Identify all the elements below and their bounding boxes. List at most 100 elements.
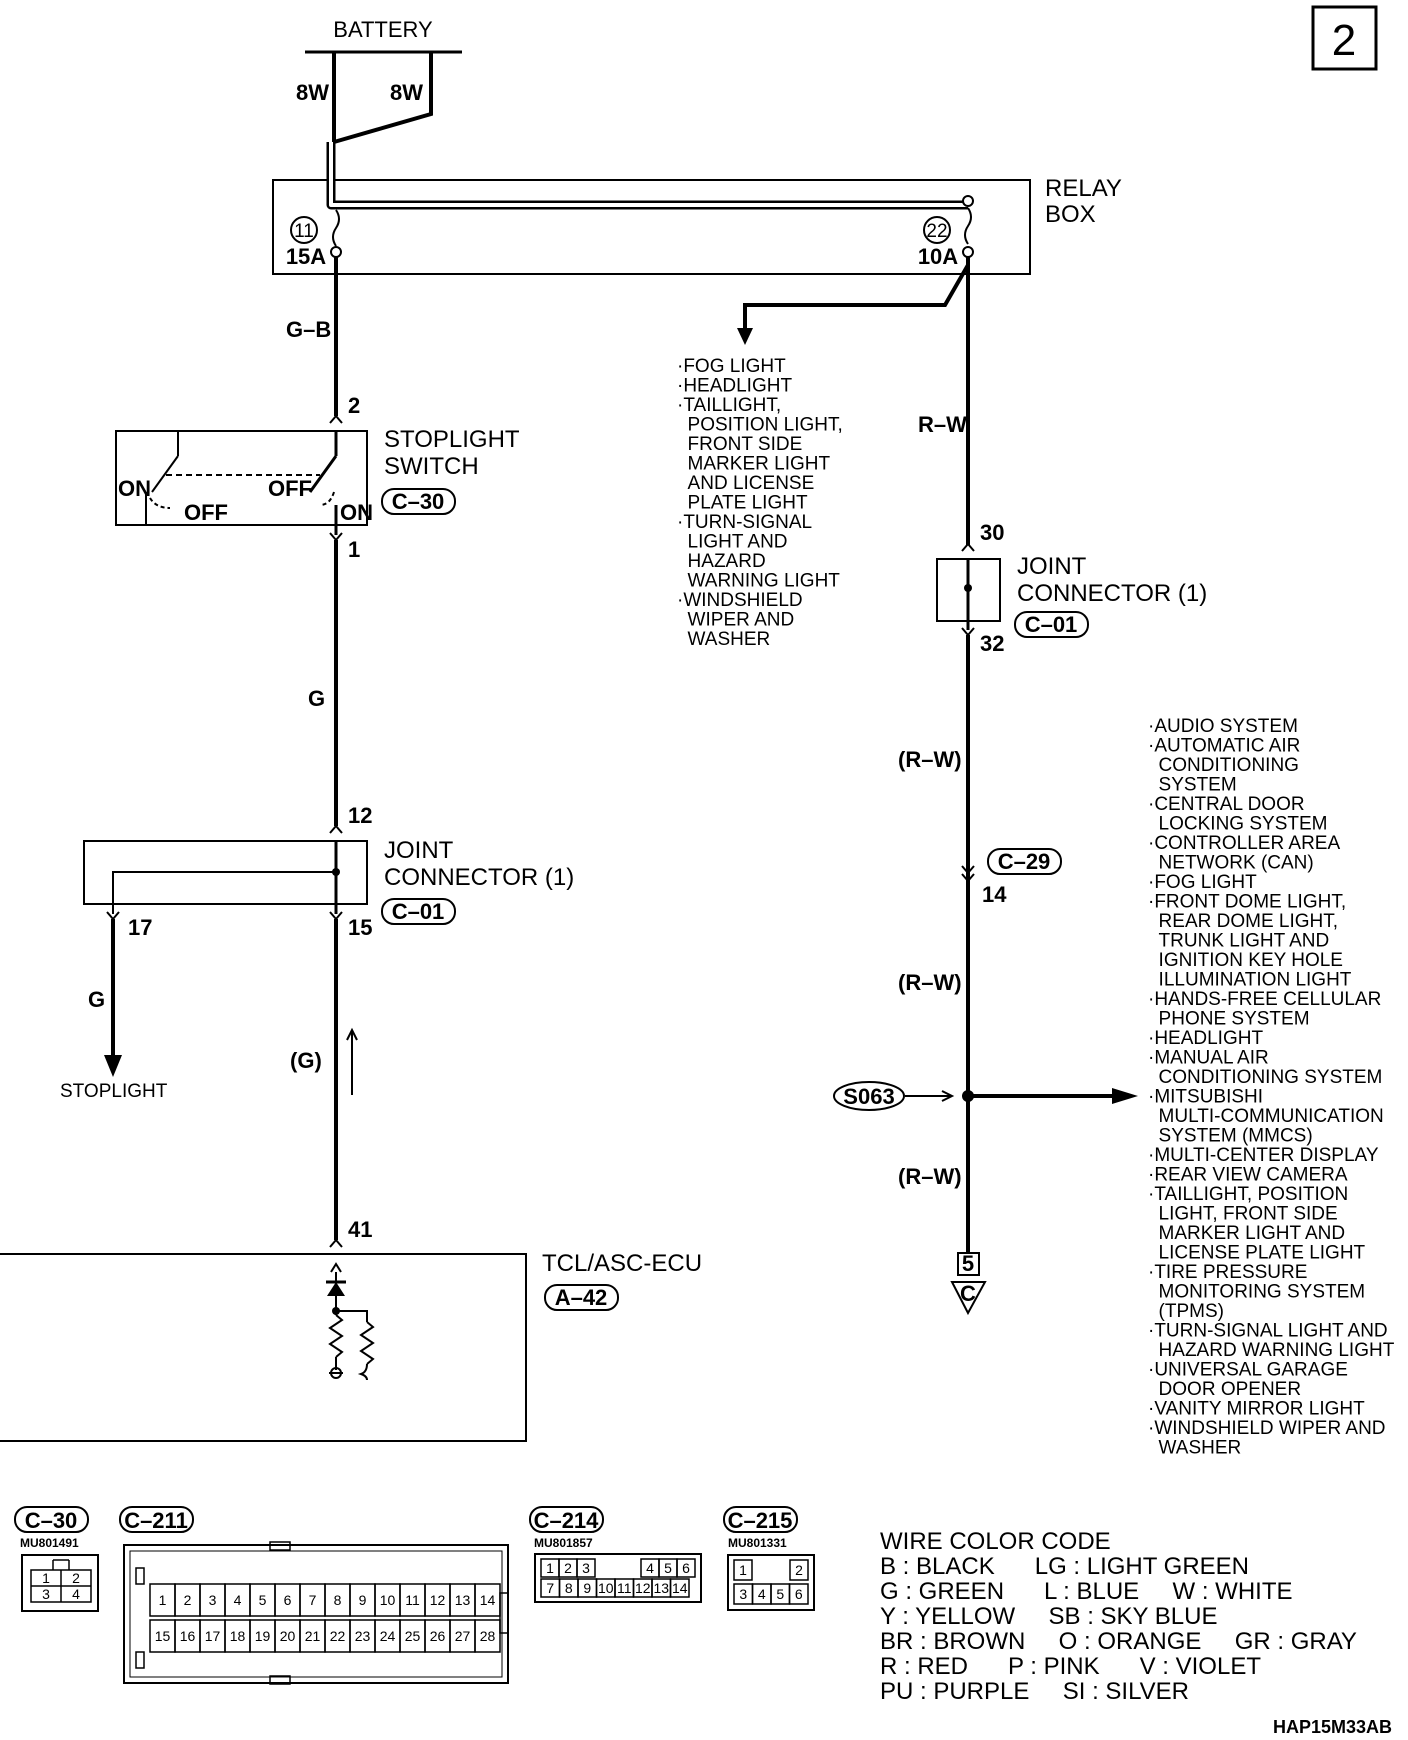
c30-part: MU801491 (20, 1536, 79, 1550)
battery: BATTERY 8W 8W (296, 17, 462, 144)
stoplight-switch-pin-2: 2 (348, 393, 360, 418)
relay-list-line: WASHER (677, 629, 770, 650)
splice-list-line: ·VANITY MIRROR LIGHT (1148, 1399, 1365, 1420)
joint-left-connector: C–01 (392, 899, 445, 924)
ecu-name: TCL/ASC-ECU (542, 1250, 702, 1277)
ground-ref-letter: C (960, 1281, 976, 1306)
splice-list-line: ILLUMINATION LIGHT (1148, 970, 1352, 991)
c211-pin-2: 2 (184, 1592, 192, 1608)
wire-label-g-upper: G (308, 686, 325, 711)
c215-pin-1: 1 (739, 1562, 747, 1578)
c214-pin-10: 10 (598, 1580, 614, 1596)
fuse-22-number-ring (923, 216, 951, 244)
splice-list-line: LIGHT, FRONT SIDE (1148, 1204, 1338, 1225)
c214-cell (669, 1578, 690, 1598)
wire-color-code-row-3: Y : YELLOW SB : SKY BLUE (880, 1603, 1218, 1630)
wire-color-code: WIRE COLOR CODE B : BLACK LG : LIGHT GRE… (880, 1528, 1357, 1705)
splice-list-line: WASHER (1148, 1438, 1241, 1459)
wire-g-to-ecu: (G) 41 (290, 919, 372, 1248)
relay-list-line: FRONT SIDE (677, 434, 802, 455)
relay-list-line: ·TURN-SIGNAL (677, 512, 812, 533)
c214-id: C–214 (534, 1508, 600, 1533)
wire-g: G 12 (308, 540, 372, 834)
c211-pin-10: 10 (380, 1592, 396, 1608)
splice-list-line: ·HEADLIGHT (1148, 1028, 1263, 1049)
fuse-22-number: 22 (926, 221, 947, 242)
wire-color-code-row-2: G : GREEN L : BLUE W : WHITE (880, 1578, 1293, 1605)
battery-wire-right: 8W (390, 80, 423, 105)
splice-list-line: ·TAILLIGHT, POSITION (1148, 1184, 1348, 1205)
splice-list-line: ·FRONT DOME LIGHT, (1148, 892, 1346, 913)
splice-list-line: ·HANDS-FREE CELLULAR (1148, 989, 1381, 1010)
relay-list-line: WARNING LIGHT (677, 571, 840, 592)
c211-pin-26: 26 (430, 1628, 446, 1644)
splice-s063: S063 (833, 1081, 1138, 1111)
relay-branch (737, 257, 970, 345)
splice-list-line: ·AUDIO SYSTEM (1148, 716, 1298, 737)
tcl-asc-ecu: TCL/ASC-ECU A–42 (0, 1250, 702, 1442)
c211-cell (474, 1583, 501, 1617)
c30-pin-2: 2 (72, 1570, 80, 1586)
c30-pin-4: 4 (72, 1586, 80, 1602)
c29-pin-14: 14 (982, 882, 1007, 907)
wire-color-code-row-1: B : BLACK LG : LIGHT GREEN (880, 1553, 1249, 1580)
splice-list-line: MARKER LIGHT AND (1148, 1223, 1345, 1244)
relay-list-line: POSITION LIGHT, (677, 415, 843, 436)
splice-list-line: PHONE SYSTEM (1148, 1009, 1310, 1030)
switch-off-right: OFF (268, 476, 312, 501)
splice-list-line: SYSTEM (MMCS) (1148, 1126, 1313, 1147)
stoplight-switch-label-1: STOPLIGHT (384, 426, 520, 453)
c30-pin-3: 3 (42, 1586, 50, 1602)
c214-pin-3: 3 (582, 1560, 590, 1576)
splice-list-line: NETWORK (CAN) (1148, 853, 1314, 874)
ground-reference: 5 C (950, 1251, 987, 1316)
splice-list-line: REAR DOME LIGHT, (1148, 911, 1338, 932)
c211-id: C–211 (124, 1508, 188, 1533)
splice-list-line: HAZARD WARNING LIGHT (1148, 1340, 1395, 1361)
splice-list-line: ·TURN-SIGNAL LIGHT AND (1148, 1321, 1388, 1342)
splice-list-line: ·FOG LIGHT (1148, 872, 1257, 893)
relay-list-line: LIGHT AND (677, 532, 788, 553)
connector-c30: C–30 MU801491 1 2 3 4 (14, 1506, 99, 1612)
c29-connector-badge (987, 848, 1062, 875)
joint-left-label-2: CONNECTOR (1) (384, 864, 574, 891)
splice-list-line: ·TIRE PRESSURE (1148, 1262, 1307, 1283)
c214-cell (676, 1558, 696, 1578)
relay-list-line: ·HEADLIGHT (677, 376, 792, 397)
c215-pin-5: 5 (776, 1586, 784, 1602)
stoplight-switch: STOPLIGHT SWITCH C–30 ON OFF OFF ON 1 (115, 426, 520, 562)
splice-list-line: MONITORING SYSTEM (1148, 1282, 1365, 1303)
c211-pin-15: 15 (155, 1628, 171, 1644)
joint-right-label-2: CONNECTOR (1) (1017, 580, 1207, 607)
c215-pin-3: 3 (739, 1586, 747, 1602)
c214-pin-6: 6 (682, 1560, 690, 1576)
splice-branch-list: ·AUDIO SYSTEM·AUTOMATIC AIR CONDITIONING… (1148, 716, 1395, 1459)
splice-list-line: LICENSE PLATE LIGHT (1148, 1243, 1366, 1264)
splice-list-line: LOCKING SYSTEM (1148, 814, 1327, 835)
ground-ref-number: 5 (962, 1251, 974, 1276)
joint-right-label-1: JOINT (1017, 553, 1087, 580)
relay-list-line: WIPER AND (677, 610, 794, 631)
relay-box-label-2: BOX (1045, 201, 1096, 228)
ecu-pin-41: 41 (348, 1217, 372, 1242)
c211-pin-17: 17 (205, 1628, 221, 1644)
joint-right-pin-32: 32 (980, 631, 1004, 656)
wire-label-g-b: G–B (286, 317, 331, 342)
fuse-11-number-ring (290, 216, 318, 244)
c214-pin-4: 4 (646, 1560, 654, 1576)
c211-pin-23: 23 (355, 1628, 371, 1644)
splice-list-line: MULTI-COMMUNICATION (1148, 1106, 1384, 1127)
c211-pin-9: 9 (359, 1592, 367, 1608)
c211-pin-18: 18 (230, 1628, 246, 1644)
c211-pin-8: 8 (334, 1592, 342, 1608)
joint-left-pin-12: 12 (348, 803, 372, 828)
c211-pin-20: 20 (280, 1628, 296, 1644)
battery-label: BATTERY (333, 17, 433, 42)
c211-pin-24: 24 (380, 1628, 396, 1644)
c211-pin-27: 27 (455, 1628, 471, 1644)
switch-on-right: ON (340, 500, 373, 525)
c211-pin-11: 11 (405, 1592, 420, 1608)
